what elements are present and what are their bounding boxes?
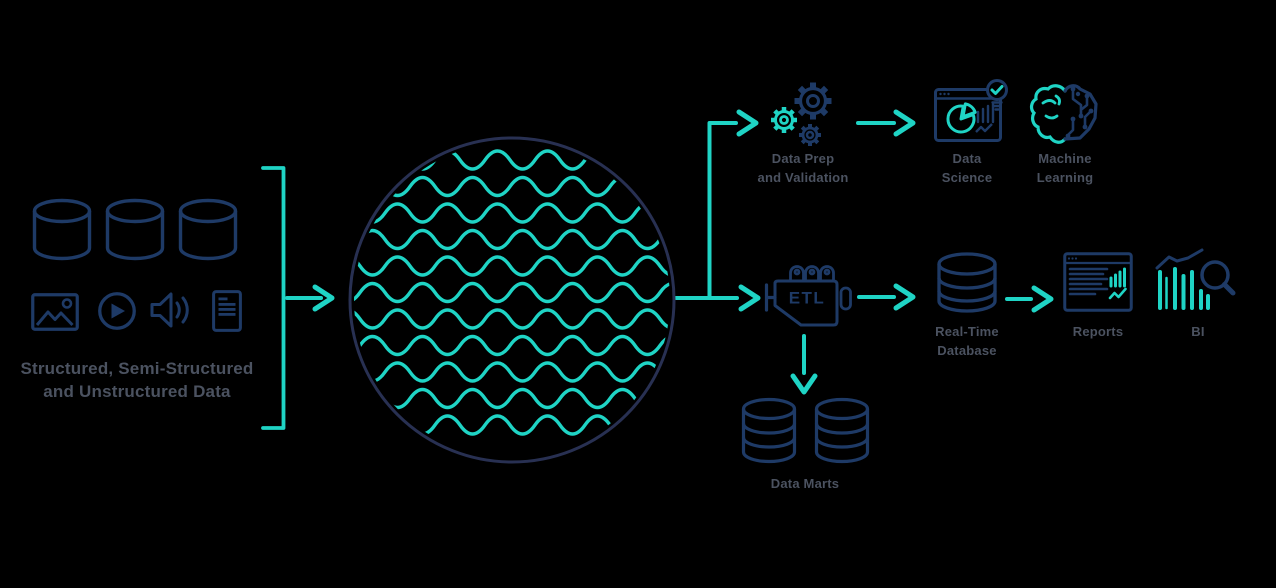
- magnifier-icon: [1200, 260, 1230, 290]
- image-icon: [31, 293, 79, 331]
- chart-magnifier-icon: [1155, 248, 1236, 310]
- data-marts-label: Data Marts: [770, 476, 840, 491]
- arrow-etl-to-datamarts: [790, 334, 818, 395]
- database-icon: [105, 198, 165, 261]
- data-prep-label: Data Prep and Validation: [757, 151, 849, 185]
- bi-label: BI: [1191, 324, 1205, 339]
- audio-icon: [150, 292, 189, 328]
- bi-trendline: [1155, 248, 1204, 270]
- pie-chart: [946, 104, 976, 134]
- lake-outline: [348, 136, 676, 464]
- arrow-source-to-lake: [285, 284, 335, 312]
- video-icon: [98, 292, 136, 330]
- brain-right-lobe: [1063, 84, 1098, 141]
- etl-text: ETL: [789, 289, 826, 308]
- data-science-label: Data Science: [941, 151, 993, 185]
- database-stack-icon: [741, 397, 797, 464]
- source-label: Structured, Semi-Structured and Unstruct…: [17, 357, 257, 403]
- arrow-database-to-reports: [1005, 285, 1054, 313]
- brain-left-lobe: [1029, 84, 1067, 144]
- database-icon: [32, 198, 92, 261]
- database-icon: [178, 198, 238, 261]
- engine-flange: [764, 283, 777, 312]
- engine-icon: ETL: [764, 265, 852, 327]
- gear-teal: [771, 107, 797, 133]
- circuit-traces: [1067, 89, 1092, 136]
- arrow-etl-to-database: [857, 283, 916, 311]
- engine-body: [773, 279, 839, 327]
- brain-circuit-icon: [1029, 84, 1098, 144]
- bar-sparkline: [976, 102, 995, 124]
- database-stack-icon: [814, 397, 870, 464]
- circuit-nodes: [1065, 86, 1094, 139]
- report-trend: [1108, 287, 1127, 300]
- bi-bars: [1158, 267, 1210, 310]
- report-bars: [1109, 267, 1126, 288]
- arrow-dataprep-to-datascience: [856, 109, 916, 137]
- machine-learning-label: Machine Learning: [1036, 151, 1094, 185]
- real-time-database-label: Real-Time Database: [935, 324, 999, 358]
- engine-outlet: [839, 286, 852, 311]
- source-label-line2: and Unstructured Data: [43, 382, 231, 401]
- gear-small: [799, 124, 821, 146]
- engine-valves: [789, 265, 835, 281]
- report-window-icon: [1063, 252, 1133, 312]
- data-lake-waves-circle: [348, 136, 676, 464]
- database-stack-icon: [937, 252, 997, 313]
- document-icon: [212, 290, 242, 332]
- reports-label: Reports: [1072, 324, 1124, 339]
- source-label-line1: Structured, Semi-Structured: [20, 359, 254, 378]
- gear-large: [794, 82, 832, 120]
- gears-icon: [771, 82, 832, 146]
- source-bracket: [261, 166, 286, 430]
- dashboard-pie-icon: [934, 79, 1008, 142]
- arrow-lake-to-branches: [674, 109, 761, 312]
- report-text-lines: [1068, 267, 1109, 296]
